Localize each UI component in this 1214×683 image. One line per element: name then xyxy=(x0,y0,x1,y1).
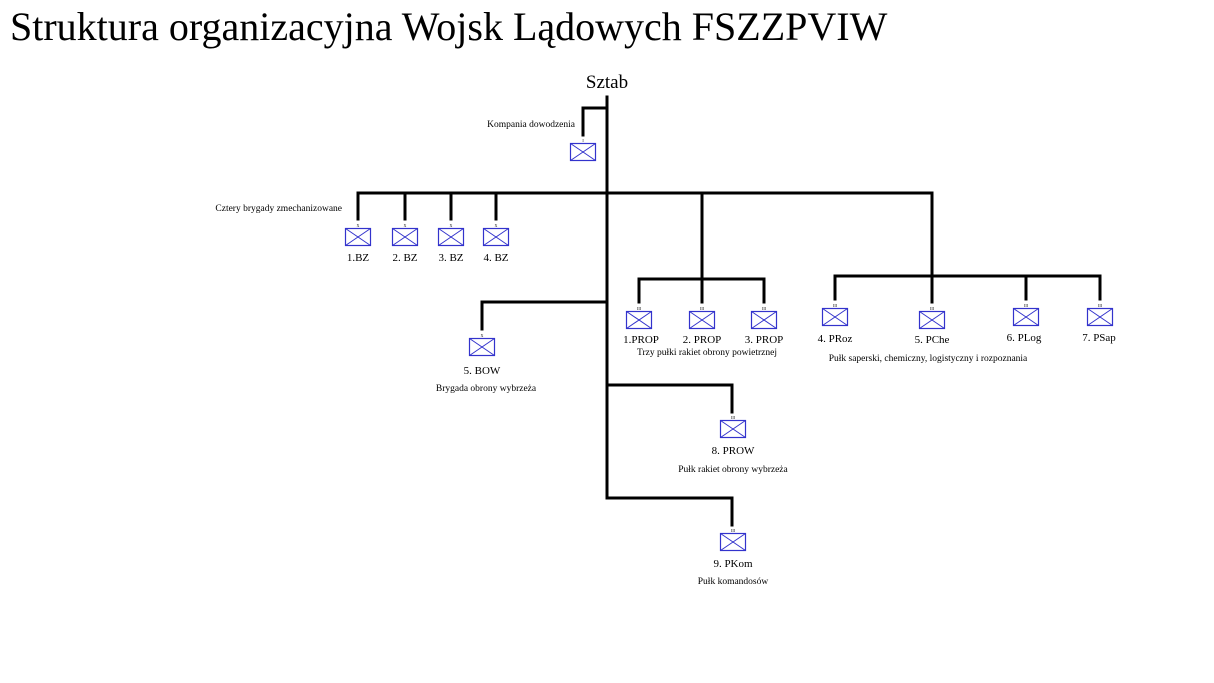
unit-symbol: X 5. BOW xyxy=(464,333,501,377)
unit-symbol: III 6. PLog xyxy=(1007,303,1042,344)
svg-text:III: III xyxy=(762,306,767,311)
unit-label: 3. BZ xyxy=(438,252,463,264)
page-title: Struktura organizacyjna Wojsk Lądowych F… xyxy=(10,4,888,49)
unit-label: 4. PRoz xyxy=(818,333,853,345)
svg-text:X: X xyxy=(481,333,484,338)
unit-symbol: III 9. PKom xyxy=(713,528,753,570)
unit-symbol: III 1.PROP xyxy=(623,306,659,346)
unit-label: 8. PROW xyxy=(712,445,755,457)
kd-connector xyxy=(581,106,609,137)
svg-text:III: III xyxy=(731,528,736,533)
svg-text:III: III xyxy=(930,306,935,311)
svg-text:III: III xyxy=(637,306,642,311)
unit-symbol: X 1.BZ xyxy=(344,223,372,264)
group-description: Kompania dowodzenia xyxy=(487,120,576,130)
svg-text:III: III xyxy=(1024,303,1029,308)
group-description: Brygada obrony wybrzeża xyxy=(436,384,537,394)
svg-text:I: I xyxy=(582,138,584,143)
unit-symbol: X 3. BZ xyxy=(437,223,465,264)
unit-symbol: III 4. PRoz xyxy=(818,303,853,345)
unit-label: 1.BZ xyxy=(347,252,370,264)
svg-text:X: X xyxy=(404,223,407,228)
unit-label: 6. PLog xyxy=(1007,332,1042,344)
group-description: Cztery brygady zmechanizowane xyxy=(215,204,342,214)
group-support-regiments: III 4. PRoz III 5. PChe III 6. PLog III … xyxy=(818,303,1117,364)
unit-label: 2. PROP xyxy=(683,334,722,346)
group-description: Pułk saperski, chemiczny, logistyczny i … xyxy=(829,354,1028,364)
unit-symbol: X 4. BZ xyxy=(482,223,510,264)
unit-label: 4. BZ xyxy=(483,252,508,264)
unit-label: 1.PROP xyxy=(623,334,659,346)
unit-label: 7. PSap xyxy=(1082,332,1116,344)
svg-text:III: III xyxy=(731,415,736,420)
connector-lines xyxy=(356,95,1102,527)
pkom-connector xyxy=(605,496,734,527)
unit-label: 3. PROP xyxy=(745,334,784,346)
svg-text:X: X xyxy=(357,223,360,228)
unit-label: 9. PKom xyxy=(713,558,753,570)
prow-connector xyxy=(605,383,734,414)
unit-label: 5. PChe xyxy=(915,334,950,346)
unit-label: 2. BZ xyxy=(392,252,417,264)
svg-text:III: III xyxy=(1098,303,1103,308)
svg-text:III: III xyxy=(700,306,705,311)
unit-symbol: I xyxy=(569,138,597,162)
unit-symbol: X 2. BZ xyxy=(391,223,419,264)
unit-symbol: III 2. PROP xyxy=(683,306,722,346)
group-commando-regiment: III 9. PKom Pułk komandosów xyxy=(698,528,769,587)
unit-symbol: III 3. PROP xyxy=(745,306,784,346)
svg-text:X: X xyxy=(450,223,453,228)
unit-symbol: III 8. PROW xyxy=(712,415,755,457)
unit-symbol: III 5. PChe xyxy=(915,306,950,346)
root-label: Sztab xyxy=(586,72,628,93)
group-description: Trzy pułki rakiet obrony powietrznej xyxy=(637,348,777,358)
group-air-defense-regiments: III 1.PROP III 2. PROP III 3. PROP Trzy … xyxy=(623,306,783,358)
svg-text:III: III xyxy=(833,303,838,308)
bow-connector xyxy=(480,300,609,331)
group-mechanized-brigades: Cztery brygady zmechanizowane X 1.BZ X 2… xyxy=(215,204,510,264)
unit-label: 5. BOW xyxy=(464,365,501,377)
svg-text:X: X xyxy=(495,223,498,228)
group-coastal-missile-regiment: III 8. PROW Pułk rakiet obrony wybrzeża xyxy=(678,415,788,475)
group-description: Pułk rakiet obrony wybrzeża xyxy=(678,465,788,475)
group-coastal-defense-brigade: X 5. BOW Brygada obrony wybrzeża xyxy=(436,333,537,394)
group-command-company: Kompania dowodzenia I xyxy=(487,120,597,162)
group-description: Pułk komandosów xyxy=(698,577,769,587)
unit-symbol: III 7. PSap xyxy=(1082,303,1116,344)
